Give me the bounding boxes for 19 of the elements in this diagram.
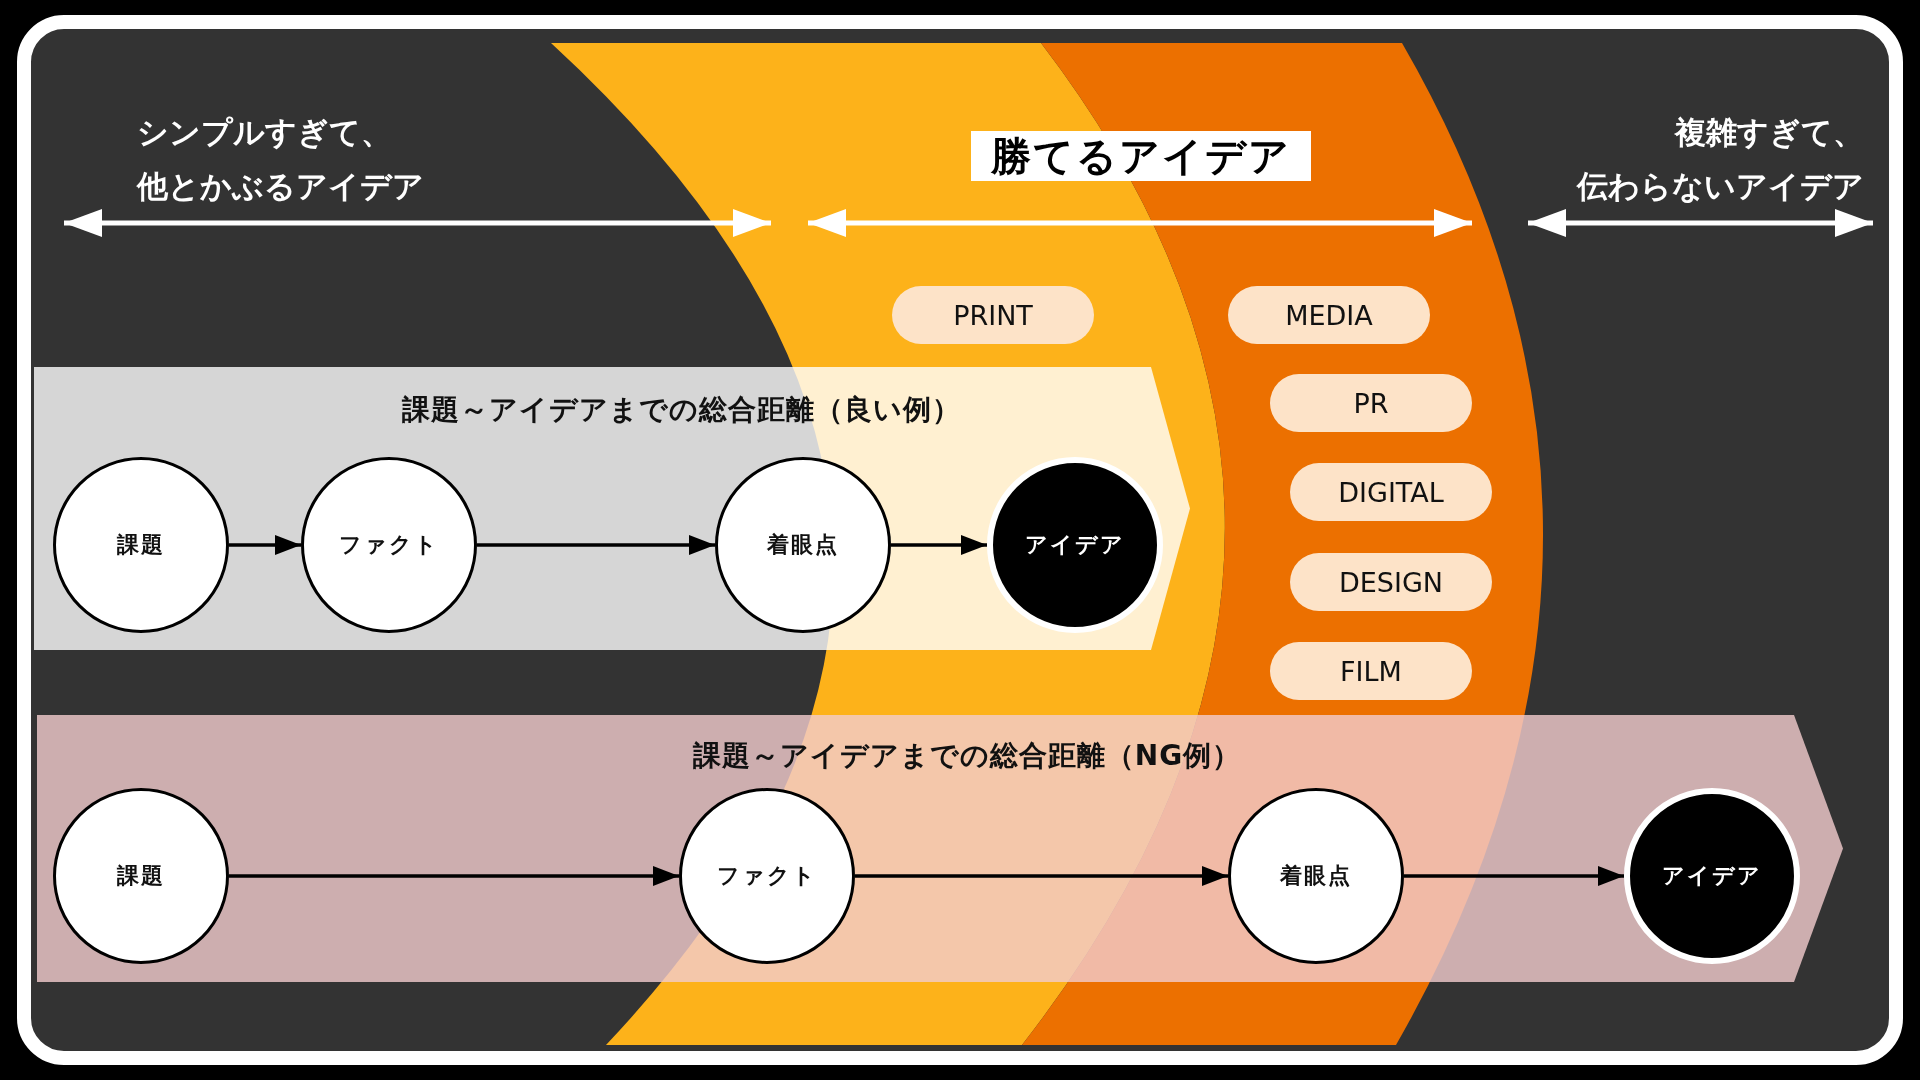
media-pill: PR — [1270, 374, 1472, 432]
side-caption: シンプルすぎて、他とかぶるアイデア — [137, 113, 425, 206]
media-pill: PRINT — [892, 286, 1094, 344]
arrow — [891, 535, 987, 555]
media-pill: DIGITAL — [1290, 463, 1492, 521]
media-pill: MEDIA — [1228, 286, 1430, 344]
band-heading: 課題～アイデアまでの総合距離（良い例） — [401, 392, 961, 428]
band-heading: 課題～アイデアまでの総合距離（NG例） — [692, 738, 1242, 774]
arrow — [229, 535, 301, 555]
arrow — [477, 535, 715, 555]
media-pill: DESIGN — [1290, 553, 1492, 611]
arrow — [855, 866, 1228, 886]
arrow — [229, 866, 679, 886]
arrow-band — [34, 367, 1190, 650]
arrow — [1404, 866, 1624, 886]
media-pill: FILM — [1270, 642, 1472, 700]
side-caption: 複雑すぎて、伝わらないアイデア — [1575, 113, 1864, 206]
title: 勝てるアイデア — [971, 131, 1311, 181]
arrow-band — [37, 715, 1843, 982]
